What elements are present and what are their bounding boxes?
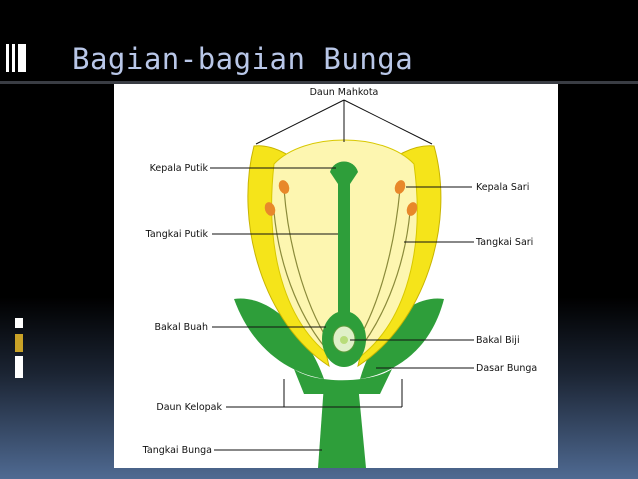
sepal-left: [234, 298, 324, 379]
sepal-right: [360, 298, 444, 379]
label-daun-mahkota: Daun Mahkota: [310, 87, 379, 98]
flower-diagram: Daun Mahkota Kepala Putik Tangkai Putik …: [114, 84, 558, 468]
anther: [264, 202, 276, 216]
label-bakal-biji: Bakal Biji: [476, 335, 520, 346]
leader-lines: [210, 99, 474, 451]
deco-bar: [18, 44, 26, 72]
slide-title: Bagian-bagian Bunga: [72, 42, 414, 76]
style: [338, 180, 350, 318]
label-dasar-bunga: Dasar Bunga: [476, 363, 537, 374]
label-daun-kelopak: Daun Kelopak: [156, 402, 222, 413]
receptacle: [294, 369, 392, 394]
deco-bar: [6, 44, 9, 72]
deco-bar: [15, 356, 23, 378]
deco-bar: [15, 318, 23, 328]
ovule-core: [340, 336, 348, 344]
anther: [394, 180, 406, 194]
flower-illustration: Daun Mahkota Kepala Putik Tangkai Putik …: [142, 87, 537, 468]
deco-bar: [15, 334, 23, 352]
label-kepala-sari: Kepala Sari: [476, 182, 529, 193]
label-kepala-putik: Kepala Putik: [150, 163, 209, 174]
label-tangkai-putik: Tangkai Putik: [145, 229, 209, 240]
stigma: [330, 161, 358, 184]
title-divider: [0, 81, 638, 84]
deco-bar: [12, 44, 15, 72]
slide-decoration: [0, 0, 30, 479]
anther: [278, 180, 290, 194]
label-bakal-buah: Bakal Buah: [154, 322, 208, 333]
label-tangkai-bunga: Tangkai Bunga: [142, 445, 212, 456]
stem: [318, 384, 366, 468]
label-tangkai-sari: Tangkai Sari: [475, 237, 533, 248]
anther: [406, 202, 418, 216]
